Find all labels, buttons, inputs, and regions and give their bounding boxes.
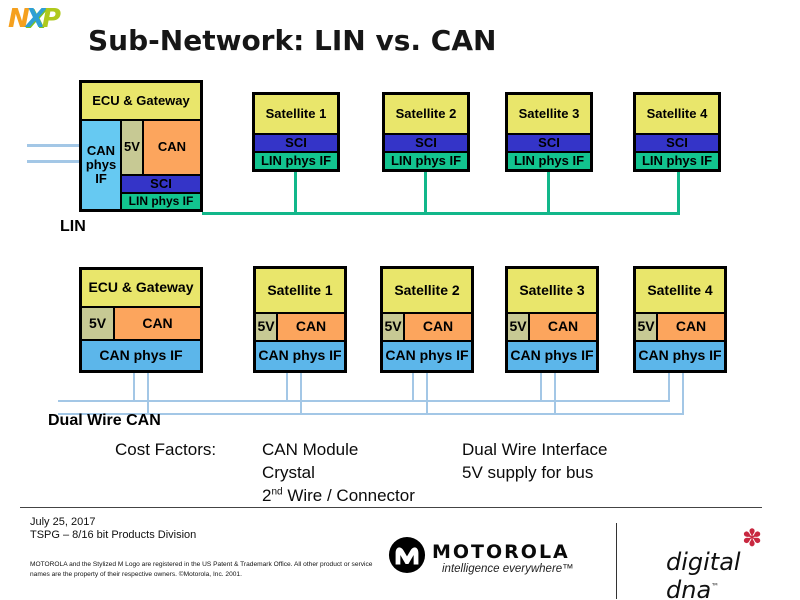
can-drop-satellite-3a	[540, 373, 542, 402]
lin-drop-satellite-3	[547, 172, 550, 215]
can-satellite-1-box: Satellite 1 5V CAN CAN phys IF	[253, 266, 347, 373]
cost-item-dual-wire-interface: Dual Wire Interface	[462, 440, 608, 459]
dual-wire-can-label: Dual Wire CAN	[48, 412, 161, 429]
lin-ecu-can: CAN	[143, 120, 201, 175]
lin-satellite-2-lin-phys-if: LIN phys IF	[384, 152, 468, 170]
can-satellite-4-can-phys-if: CAN phys IF	[635, 341, 725, 371]
digitaldna-text: digital dna	[666, 548, 741, 600]
can-ecu-can: CAN	[114, 307, 201, 340]
footer-division: TSPG – 8/16 bit Products Division	[30, 529, 197, 541]
can-satellite-4-5v: 5V	[635, 313, 657, 341]
can-drop-ecu-a	[133, 373, 135, 402]
motorola-m-icon	[388, 536, 426, 574]
can-satellite-3-box: Satellite 3 5V CAN CAN phys IF	[505, 266, 599, 373]
lin-satellite-3-lin-phys-if: LIN phys IF	[507, 152, 591, 170]
can-satellite-2-can-phys-if: CAN phys IF	[382, 341, 472, 371]
lin-satellite-4-box: Satellite 4 SCI LIN phys IF	[633, 92, 721, 172]
can-satellite-3-header: Satellite 3	[507, 268, 597, 313]
lin-satellite-4-lin-phys-if: LIN phys IF	[635, 152, 719, 170]
lin-satellite-1-lin-phys-if: LIN phys IF	[254, 152, 338, 170]
can-drop-satellite-1b	[300, 373, 302, 415]
nxp-letter-p: P	[41, 4, 61, 34]
can-drop-ecu-b	[147, 373, 149, 415]
lin-satellite-3-box: Satellite 3 SCI LIN phys IF	[505, 92, 593, 172]
lin-satellite-3-sci: SCI	[507, 134, 591, 152]
can-satellite-3-5v: 5V	[507, 313, 529, 341]
lin-network-label: LIN	[60, 218, 86, 235]
can-drop-satellite-4b	[682, 373, 684, 415]
lin-ecu-gateway-box: ECU & Gateway CAN phys IF 5V CAN SCI LIN…	[79, 80, 203, 212]
motorola-wordmark: MOTOROLA	[432, 541, 570, 563]
lin-bus-line	[202, 212, 680, 215]
can-satellite-2-header: Satellite 2	[382, 268, 472, 313]
nxp-logo: NXP	[8, 4, 61, 34]
footer-legal-text: MOTOROLA and the Stylized M Logo are reg…	[30, 561, 373, 579]
can-satellite-2-box: Satellite 2 5V CAN CAN phys IF	[380, 266, 474, 373]
lin-ecu-lin-phys-if: LIN phys IF	[121, 193, 201, 210]
cost-2nd-wire-number: 2	[262, 486, 272, 505]
lin-satellite-2-box: Satellite 2 SCI LIN phys IF	[382, 92, 470, 172]
digitaldna-tm: ™	[711, 582, 720, 591]
lin-satellite-2-header: Satellite 2	[384, 94, 468, 134]
nxp-letter-x: X	[25, 4, 46, 34]
can-satellite-4-box: Satellite 4 5V CAN CAN phys IF	[633, 266, 727, 373]
can-bus-line-1	[58, 400, 670, 402]
can-in-wire-2	[27, 160, 80, 163]
lin-satellite-3-header: Satellite 3	[507, 94, 591, 134]
motorola-tagline: intelligence everywhere™	[442, 563, 574, 575]
lin-satellite-1-box: Satellite 1 SCI LIN phys IF	[252, 92, 340, 172]
can-drop-satellite-4a	[668, 373, 670, 402]
lin-satellite-4-sci: SCI	[635, 134, 719, 152]
lin-drop-satellite-1	[294, 172, 297, 215]
cost-item-2nd-wire: 2nd Wire / Connector	[262, 486, 415, 506]
can-satellite-3-can-phys-if: CAN phys IF	[507, 341, 597, 371]
lin-ecu-sci: SCI	[121, 175, 201, 193]
can-satellite-2-can: CAN	[404, 313, 472, 341]
can-drop-satellite-3b	[554, 373, 556, 415]
can-drop-satellite-2a	[412, 373, 414, 402]
cost-item-crystal: Crystal	[262, 463, 315, 482]
can-satellite-3-can: CAN	[529, 313, 597, 341]
can-satellite-1-header: Satellite 1	[255, 268, 345, 313]
cost-2nd-wire-rest: Wire / Connector	[282, 486, 415, 505]
cost-item-5v-supply: 5V supply for bus	[462, 463, 594, 482]
footer-date: July 25, 2017	[30, 516, 96, 528]
can-satellite-4-header: Satellite 4	[635, 268, 725, 313]
lin-satellite-2-sci: SCI	[384, 134, 468, 152]
can-satellite-4-can: CAN	[657, 313, 725, 341]
footer-vertical-divider	[616, 523, 617, 599]
can-satellite-1-5v: 5V	[255, 313, 277, 341]
lin-satellite-1-sci: SCI	[254, 134, 338, 152]
nxp-letter-n: N	[8, 4, 30, 34]
can-satellite-2-5v: 5V	[382, 313, 404, 341]
lin-drop-satellite-4	[677, 172, 680, 215]
lin-drop-satellite-2	[424, 172, 427, 215]
footer-divider-line	[20, 507, 762, 508]
lin-ecu-header: ECU & Gateway	[81, 82, 201, 120]
can-bus-line-2	[58, 413, 684, 415]
lin-ecu-can-phys-if: CAN phys IF	[81, 120, 121, 210]
can-ecu-header: ECU & Gateway	[81, 269, 201, 307]
can-satellite-1-can: CAN	[277, 313, 345, 341]
cost-factors-label: Cost Factors:	[115, 440, 217, 459]
can-ecu-can-phys-if: CAN phys IF	[81, 340, 201, 371]
cost-item-can-module: CAN Module	[262, 440, 359, 459]
can-satellite-1-can-phys-if: CAN phys IF	[255, 341, 345, 371]
digitaldna-asterisk-icon: ✽	[742, 525, 763, 552]
can-ecu-gateway-box: ECU & Gateway 5V CAN CAN phys IF	[79, 267, 203, 373]
digitaldna-logo: digital dna™	[666, 548, 800, 600]
page-title: Sub-Network: LIN vs. CAN	[88, 24, 497, 57]
can-drop-satellite-2b	[426, 373, 428, 415]
can-ecu-5v: 5V	[81, 307, 114, 340]
can-drop-satellite-1a	[286, 373, 288, 402]
lin-satellite-1-header: Satellite 1	[254, 94, 338, 134]
lin-satellite-4-header: Satellite 4	[635, 94, 719, 134]
cost-2nd-wire-sup: nd	[271, 486, 283, 498]
lin-ecu-5v: 5V	[121, 120, 143, 175]
can-in-wire-1	[27, 144, 80, 147]
